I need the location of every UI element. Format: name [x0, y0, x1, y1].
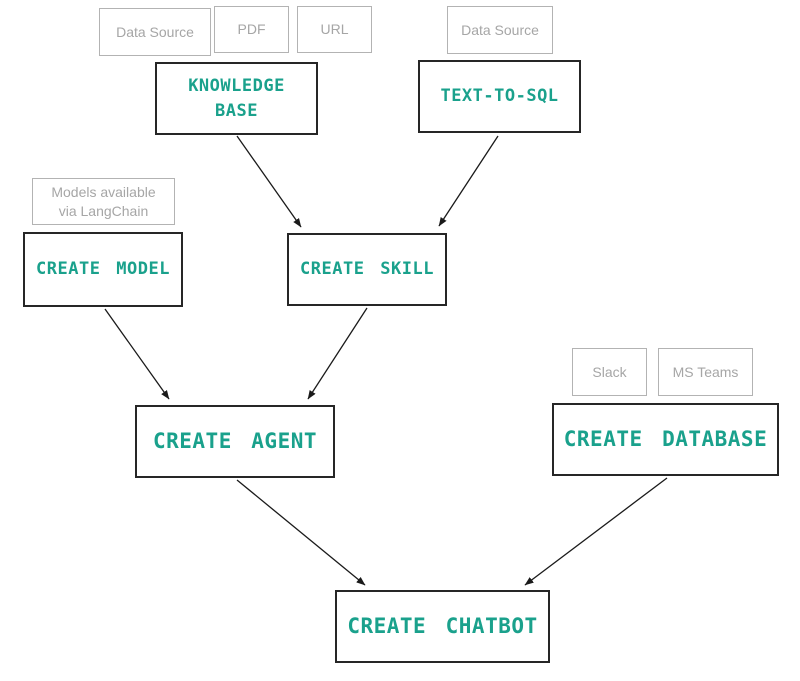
arrow-create-skill-to-create-agent — [307, 307, 368, 400]
node-label: CREATE CHATBOT — [347, 614, 538, 639]
node-label: CREATE MODEL — [36, 259, 170, 280]
tag-url: URL — [297, 6, 372, 53]
arrow-create-agent-to-create-chatbot — [236, 479, 366, 586]
arrow-create-database-to-create-chatbot — [524, 477, 668, 586]
node-create-agent: CREATE AGENT — [135, 405, 335, 478]
tag-label: MS Teams — [672, 363, 739, 380]
tag-data-source-text-to-sql: Data Source — [447, 6, 553, 54]
node-label: CREATE AGENT — [152, 429, 318, 454]
tag-data-source-knowledge-base: Data Source — [99, 8, 211, 56]
tag-pdf: PDF — [214, 6, 289, 53]
node-label: TEXT-TO-SQL — [440, 86, 559, 107]
node-label: CREATE SKILL — [300, 259, 434, 280]
node-label: CREATE DATABASE — [563, 427, 768, 452]
tag-label: Slack — [592, 363, 627, 380]
tag-label-line2: via LangChain — [58, 202, 149, 219]
node-create-chatbot: CREATE CHATBOT — [335, 590, 550, 663]
arrow-create-model-to-create-agent — [104, 308, 170, 400]
tag-label: PDF — [237, 21, 266, 38]
arrow-knowledge-base-to-create-skill — [236, 135, 302, 228]
tag-slack: Slack — [572, 348, 647, 396]
tag-label-line1: Models available — [51, 183, 156, 200]
tag-ms-teams: MS Teams — [658, 348, 753, 396]
tag-label: Data Source — [461, 21, 539, 38]
node-label-line2: BASE — [215, 100, 258, 121]
node-create-model: CREATE MODEL — [23, 232, 183, 307]
tag-models-available-via-langchain: Models available via LangChain — [32, 178, 175, 225]
node-text-to-sql: TEXT-TO-SQL — [418, 60, 581, 133]
tag-label: URL — [320, 21, 349, 38]
tag-label: Data Source — [116, 23, 194, 40]
arrow-text-to-sql-to-create-skill — [438, 135, 499, 227]
node-knowledge-base: KNOWLEDGE BASE — [155, 62, 318, 135]
node-create-database: CREATE DATABASE — [552, 403, 779, 476]
node-create-skill: CREATE SKILL — [287, 233, 447, 306]
node-label-line1: KNOWLEDGE — [188, 75, 285, 96]
